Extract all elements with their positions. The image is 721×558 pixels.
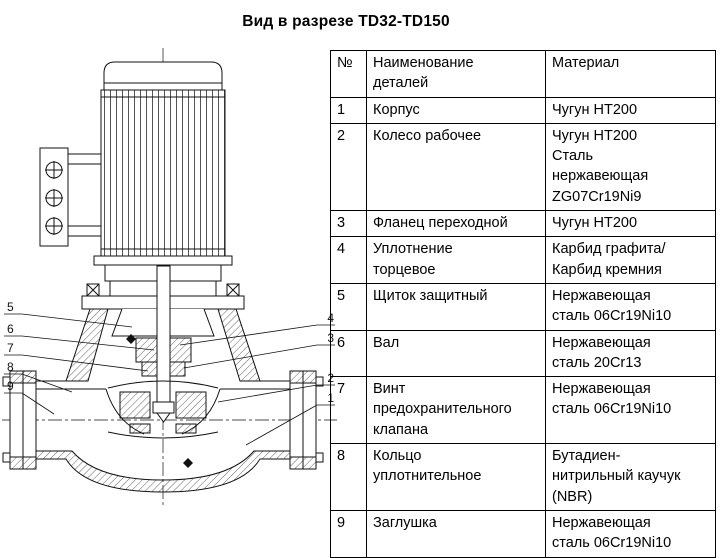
row-name-cell: Щиток защитный: [366, 282, 546, 331]
adapter-flange: [65, 308, 261, 382]
row-material-cell: Бутадиен- нитрильный каучук (NBR): [545, 443, 716, 511]
table-header-row: № Наименование деталей Материал: [330, 50, 716, 98]
header-number: №: [330, 50, 367, 98]
page-title: Вид в разрезе TD32-TD150: [242, 13, 450, 30]
row-name-cell: Фланец переходной: [366, 210, 546, 238]
table-row: 1 Корпус Чугун HT200: [330, 96, 716, 124]
callout-6: 6: [7, 322, 14, 336]
row-material-cell: Нержавеющая сталь 06Cr19Ni10: [545, 376, 716, 445]
callout-9: 9: [7, 379, 14, 393]
row-material-cell: Чугун HT200: [545, 96, 716, 124]
pump-sectional-drawing: 5 6 7 8 9 4 3 2 1: [2, 48, 337, 508]
table-row: 5 Щиток защитный Нержавеющая сталь 06Cr1…: [330, 282, 716, 331]
callout-8: 8: [7, 360, 14, 374]
row-material-cell: Нержавеющая сталь 20Cr13: [545, 329, 716, 378]
table-row: 4 Уплотнение торцевое Карбид графита/ Ка…: [330, 236, 716, 284]
impeller: [107, 380, 219, 439]
callout-leaders: [4, 313, 335, 446]
row-name-cell: Корпус: [366, 96, 546, 124]
row-num-cell: 8: [330, 443, 367, 511]
callout-5: 5: [7, 300, 14, 314]
row-material-cell: Чугун HT200 Сталь нержавеющая ZG07Cr19Ni…: [545, 122, 716, 212]
callout-7: 7: [7, 341, 14, 355]
weld-mark-icon: [183, 458, 193, 468]
row-num-cell: 2: [330, 122, 367, 212]
mechanical-seal: [135, 337, 192, 377]
motor: [93, 61, 233, 282]
table-row: 6 Вал Нержавеющая сталь 20Cr13: [330, 329, 716, 378]
table-row: 8 Кольцо уплотнительное Бутадиен- нитрил…: [330, 443, 716, 511]
row-num-cell: 3: [330, 210, 367, 238]
row-num-cell: 6: [330, 329, 367, 378]
table-row: 7 Винт предохранительного клапана Нержав…: [330, 376, 716, 445]
table-row: 3 Фланец переходной Чугун HT200: [330, 210, 716, 238]
bolt-circle-symbols: [45, 161, 63, 235]
weld-mark-icon: [126, 334, 136, 344]
row-name-cell: Колесо рабочее: [366, 122, 546, 212]
row-name-cell: Вал: [366, 329, 546, 378]
row-num-cell: 1: [330, 96, 367, 124]
row-name-cell: Кольцо уплотнительное: [366, 443, 546, 511]
header-part-name: Наименование деталей: [366, 50, 546, 98]
row-name-cell: Винт предохранительного клапана: [366, 376, 546, 445]
row-num-cell: 7: [330, 376, 367, 445]
row-num-cell: 4: [330, 236, 367, 284]
row-name-cell: Уплотнение торцевое: [366, 236, 546, 284]
mounting-bracket: [39, 147, 102, 247]
row-material-cell: Нержавеющая сталь 06Cr19Ni10: [545, 509, 716, 558]
row-material-cell: Нержавеющая сталь 06Cr19Ni10: [545, 282, 716, 331]
table-row: 9 Заглушка Нержавеющая сталь 06Cr19Ni10: [330, 509, 716, 558]
row-material-cell: Карбид графита/ Карбид кремния: [545, 236, 716, 284]
shaft: [152, 265, 175, 423]
row-num-cell: 5: [330, 282, 367, 331]
header-material: Материал: [545, 50, 716, 98]
volute-casing: [2, 370, 324, 493]
row-name-cell: Заглушка: [366, 509, 546, 558]
row-num-cell: 9: [330, 509, 367, 558]
row-material-cell: Чугун HT200: [545, 210, 716, 238]
parts-table: № Наименование деталей Материал 1 Корпус…: [330, 50, 716, 558]
table-row: 2 Колесо рабочее Чугун HT200 Сталь нержа…: [330, 122, 716, 212]
